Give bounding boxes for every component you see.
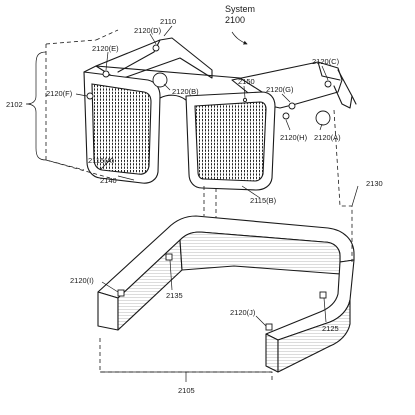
sensor-2120E — [102, 70, 110, 78]
label-2120E: 2120(E) — [92, 44, 119, 53]
label-2115B: 2115(B) — [250, 196, 277, 205]
holder-left-arm-top — [97, 291, 119, 331]
label-2120D: 2120(D) — [134, 26, 162, 35]
sensor-2120H — [282, 112, 290, 120]
label-2120A: 2120(A) — [314, 133, 341, 142]
system-number: 2100 — [225, 15, 245, 25]
label-2105: 2105 — [178, 386, 195, 395]
holder-right-arm-front — [265, 333, 279, 373]
label-2120G: 2120(G) — [266, 85, 294, 94]
label-2120H: 2120(H) — [280, 133, 308, 142]
smart-glasses — [83, 37, 357, 191]
holder-right-arm-side — [277, 299, 351, 373]
holder-back-inner — [179, 231, 341, 275]
sensor-2120C — [324, 80, 332, 88]
label-2135: 2135 — [166, 291, 183, 300]
glasses-brace-2102 — [25, 51, 47, 161]
label-2130: 2130 — [366, 179, 383, 188]
sensor-2120D — [152, 44, 160, 52]
label-2110: 2110 — [160, 17, 176, 26]
label-2120C: 2120(C) — [312, 57, 340, 66]
right-display-lens — [194, 101, 267, 182]
sensor-2120G — [288, 102, 296, 110]
sensor-2120B — [152, 72, 168, 88]
label-2102: 2102 — [6, 100, 23, 109]
sensor-2120I — [117, 289, 125, 297]
system-arrow — [231, 31, 248, 45]
label-2115A: 2115(A) — [88, 156, 115, 165]
label-2120B: 2120(B) — [172, 87, 199, 96]
leader-lines — [75, 25, 359, 327]
bridge — [159, 94, 187, 101]
label-2120J: 2120(J) — [230, 308, 256, 317]
system-title: System — [225, 4, 255, 14]
label-2125: 2125 — [322, 324, 339, 333]
label-2120F: 2120(F) — [46, 89, 73, 98]
sensor-2135 — [165, 253, 173, 261]
alignment-lines — [203, 109, 353, 262]
glasses-holder — [97, 215, 355, 373]
sensor-2150 — [242, 97, 248, 103]
label-2120I: 2120(I) — [70, 276, 94, 285]
left-display-lens — [91, 83, 152, 175]
left-temple-arm — [95, 37, 213, 81]
sensor-2125 — [319, 291, 327, 299]
sensor-2120F — [86, 92, 94, 100]
label-2150: 2150 — [238, 77, 255, 86]
sensor-2120J — [265, 323, 273, 331]
temple-tip — [333, 69, 353, 109]
sensor-2120A — [315, 110, 331, 126]
label-2140: 2140 — [100, 176, 117, 185]
